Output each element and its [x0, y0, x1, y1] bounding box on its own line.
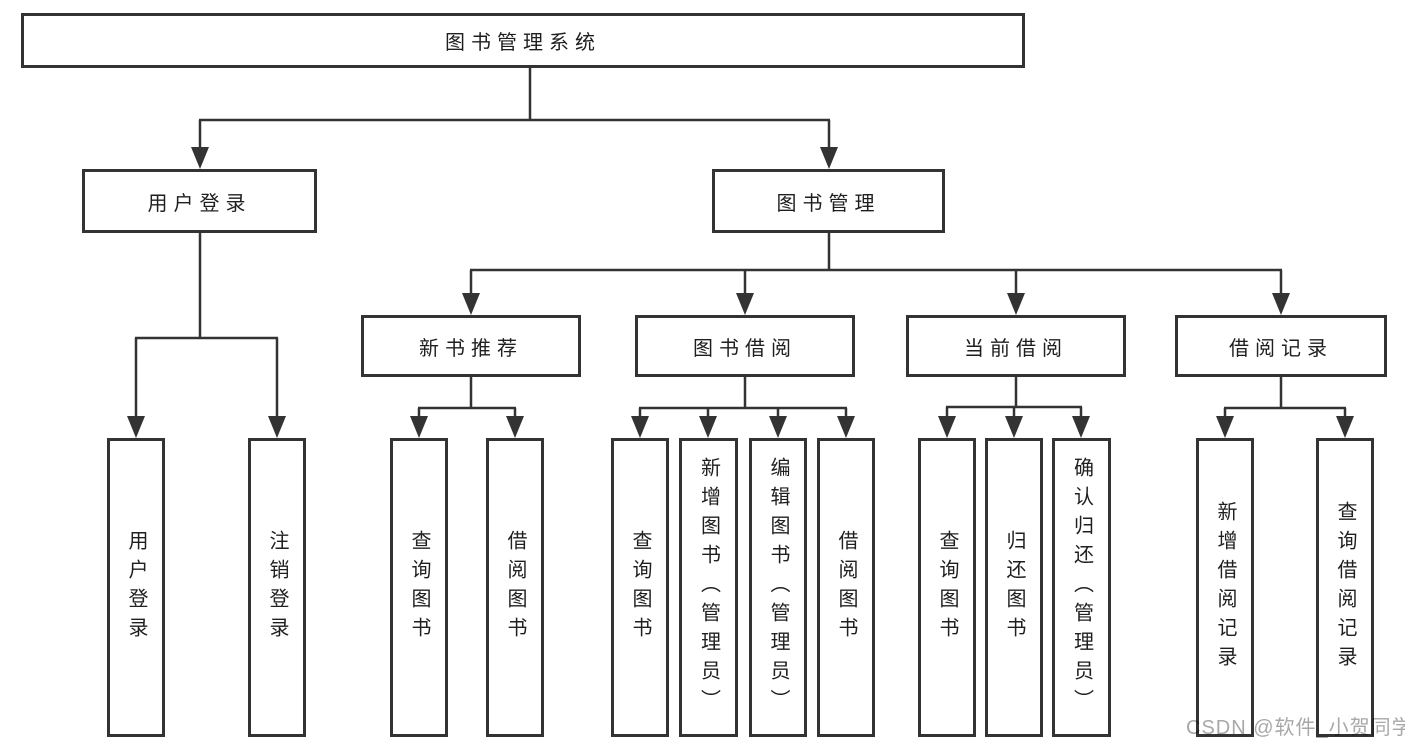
leaf-query-books-borrowing-label: 查询图书 — [629, 529, 651, 646]
leaf-add-borrow-record: 新增借阅记录 — [1196, 438, 1254, 737]
leaf-edit-books-admin-label: 编辑图书（管理员） — [767, 457, 789, 718]
arrowhead — [837, 416, 855, 438]
leaf-query-books-recommend-label: 查询图书 — [408, 529, 430, 646]
leaf-return-books: 归还图书 — [985, 438, 1043, 737]
node-new-book-recommendation-label: 新书推荐 — [419, 337, 523, 360]
arrowhead — [1336, 416, 1354, 438]
leaf-return-books-label: 归还图书 — [1003, 529, 1025, 646]
leaf-borrow-books-recommend-label: 借阅图书 — [504, 529, 526, 646]
leaf-borrow-books-borrowing: 借阅图书 — [817, 438, 875, 737]
connector-borrowing-to-leaves — [631, 377, 855, 438]
node-user-login: 用户登录 — [82, 169, 317, 233]
node-new-book-recommendation: 新书推荐 — [361, 315, 581, 377]
node-book-management: 图书管理 — [712, 169, 945, 233]
connector-root-to-level2 — [191, 68, 838, 169]
leaf-edit-books-admin: 编辑图书（管理员） — [749, 438, 807, 737]
node-current-borrowing-label: 当前借阅 — [964, 337, 1068, 360]
node-borrowing-records-label: 借阅记录 — [1229, 337, 1333, 360]
arrowhead — [736, 293, 754, 315]
arrowhead — [1072, 416, 1090, 438]
node-borrowing-records: 借阅记录 — [1175, 315, 1387, 377]
node-book-management-label: 图书管理 — [776, 192, 881, 215]
leaf-query-books-recommend: 查询图书 — [390, 438, 448, 737]
leaf-logout-label: 注销登录 — [266, 529, 288, 646]
leaf-user-login-label: 用户登录 — [125, 529, 147, 646]
node-book-borrowing: 图书借阅 — [635, 315, 855, 377]
arrowhead — [1007, 293, 1025, 315]
arrowhead — [268, 416, 286, 438]
arrowhead — [631, 416, 649, 438]
arrowhead — [1216, 416, 1234, 438]
leaf-user-login: 用户登录 — [107, 438, 165, 737]
node-library-management-system-label: 图书管理系统 — [445, 32, 601, 54]
arrowhead — [191, 147, 209, 169]
arrowhead — [769, 416, 787, 438]
arrowhead — [1272, 293, 1290, 315]
leaf-borrow-books-recommend: 借阅图书 — [486, 438, 544, 737]
arrowhead — [506, 416, 524, 438]
node-library-management-system: 图书管理系统 — [21, 13, 1025, 68]
leaf-query-borrow-record-label: 查询借阅记录 — [1334, 500, 1356, 675]
leaf-add-books-admin: 新增图书（管理员） — [679, 438, 738, 737]
node-user-login-label: 用户登录 — [147, 192, 252, 215]
leaf-confirm-return-admin: 确认归还（管理员） — [1052, 438, 1111, 737]
node-book-borrowing-label: 图书借阅 — [693, 337, 797, 360]
arrowhead — [820, 147, 838, 169]
connector-recommend-to-leaves — [410, 377, 524, 438]
connector-user-login-to-leaves — [127, 233, 286, 438]
leaf-query-books-borrowing: 查询图书 — [611, 438, 669, 737]
leaf-query-books-current: 查询图书 — [918, 438, 976, 737]
connector-book-management-to-level3 — [462, 233, 1290, 315]
connector-current-to-leaves — [938, 377, 1090, 438]
leaf-confirm-return-admin-label: 确认归还（管理员） — [1070, 457, 1093, 718]
arrowhead — [410, 416, 428, 438]
arrowhead — [938, 416, 956, 438]
arrowhead — [462, 293, 480, 315]
arrowhead — [1005, 416, 1023, 438]
connector-records-to-leaves — [1216, 377, 1354, 438]
arrowhead — [127, 416, 145, 438]
leaf-add-books-admin-label: 新增图书（管理员） — [697, 457, 720, 718]
leaf-add-borrow-record-label: 新增借阅记录 — [1214, 500, 1236, 675]
leaf-borrow-books-borrowing-label: 借阅图书 — [835, 529, 857, 646]
csdn-watermark: CSDN @软件_小贺同学 — [1186, 717, 1405, 739]
arrowhead — [699, 416, 717, 438]
leaf-query-books-current-label: 查询图书 — [936, 529, 958, 646]
leaf-query-borrow-record: 查询借阅记录 — [1316, 438, 1374, 737]
node-current-borrowing: 当前借阅 — [906, 315, 1126, 377]
leaf-logout: 注销登录 — [248, 438, 306, 737]
